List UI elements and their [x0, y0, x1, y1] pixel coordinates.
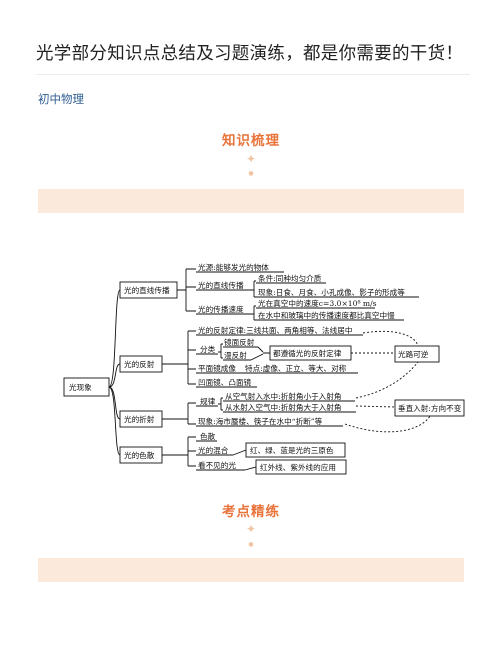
- connector: [108, 386, 121, 456]
- plane-mirror-text: 平面镜成像: [198, 363, 236, 373]
- speed-text: 光的传播速度: [198, 304, 244, 314]
- perpendicular-text: 垂直入射:方向不变: [398, 403, 462, 413]
- ir-uv-text: 红外线、紫外线的应用: [260, 462, 336, 472]
- article-title: 光学部分知识点总结及习题演练，都是你需要的干货！: [36, 44, 464, 64]
- bracket: [162, 402, 196, 425]
- branch-label-3: 光的折射: [124, 414, 155, 424]
- diffuse-text: 漫反射: [224, 350, 247, 360]
- classify-text: 分类: [200, 344, 216, 354]
- title-divider: [36, 74, 470, 75]
- bracket: [162, 436, 196, 467]
- reflection-law-text: 光的反射定律:三线共面、两角相等、法线居中: [198, 325, 352, 335]
- connector: [232, 449, 247, 456]
- speed-vacuum-text: 光在真空中的速度c=3.0×10⁸ m/s: [258, 298, 377, 308]
- connector: [108, 363, 121, 388]
- straight-line-text: 光的直线传播: [198, 280, 244, 290]
- connector: [108, 289, 121, 388]
- air-to-water-text: 从空气射入水中:折射角小于入射角: [225, 391, 341, 401]
- light-source-text: 光源:能够发光的物体: [198, 262, 269, 272]
- merge-lines: [250, 346, 270, 361]
- phenomena-text: 现象:日食、月食、小孔成像、影子的形成等: [258, 287, 405, 297]
- bracket: [177, 268, 196, 312]
- specular-text: 镜面反射: [224, 337, 255, 347]
- star-icon: ✦: [245, 152, 257, 166]
- color-mixing-text: 光的混合: [198, 445, 229, 455]
- curved-mirror-text: 凹面镜、凸面镜: [198, 377, 252, 387]
- branch-label-2: 光的反射: [124, 359, 155, 369]
- branch-label-4: 光的色散: [124, 450, 155, 460]
- refraction-rule-text: 规律: [200, 396, 216, 406]
- section-heading-knowledge: 知识梳理: [222, 133, 280, 149]
- category-link[interactable]: 初中物理: [38, 92, 84, 106]
- water-to-air-text: 从水射入空气中:折射角大于入射角: [225, 402, 341, 412]
- perpendicular-box: [394, 399, 465, 417]
- invisible-light-text: 看不见的光: [198, 460, 236, 470]
- dot-icon: ●: [248, 541, 254, 548]
- dashed-connector: [362, 330, 419, 347]
- primary-colors-text: 红、绿、蓝是光的三原色: [250, 445, 334, 455]
- dispersion-text: 色散: [200, 431, 216, 441]
- section-band: [38, 189, 464, 213]
- bracket: [251, 280, 256, 298]
- bracket: [218, 397, 223, 411]
- dashed-connector: [344, 415, 431, 433]
- section-heading-practice: 考点精练: [222, 504, 280, 520]
- reversible-box: [394, 345, 440, 363]
- speed-media-text: 在水中和玻璃中的传播速度都比真空中慢: [258, 310, 395, 320]
- reversible-text: 光路可逆: [398, 349, 429, 359]
- dot-icon: ●: [248, 170, 254, 177]
- dashed-connector: [355, 405, 396, 408]
- bracket: [162, 330, 196, 385]
- star-icon: ✦: [245, 522, 257, 536]
- plane-mirror-features-text: 特点:虚像、正立、等大、对称: [245, 363, 347, 373]
- dashed-connector: [355, 361, 419, 399]
- bracket: [218, 343, 223, 359]
- refraction-phenomena-text: 现象:海市蜃楼、筷子在水中“折断”等: [198, 416, 323, 426]
- bracket: [251, 305, 256, 321]
- section-band: [38, 558, 464, 582]
- follow-law-text: 都遵循光的反射定律: [273, 348, 342, 358]
- mindmap-root: 光现象: [69, 382, 92, 392]
- branch-label-1: 光的直线传播: [124, 285, 170, 295]
- connector: [244, 466, 257, 471]
- condition-text: 条件:同种均匀介质: [258, 273, 322, 283]
